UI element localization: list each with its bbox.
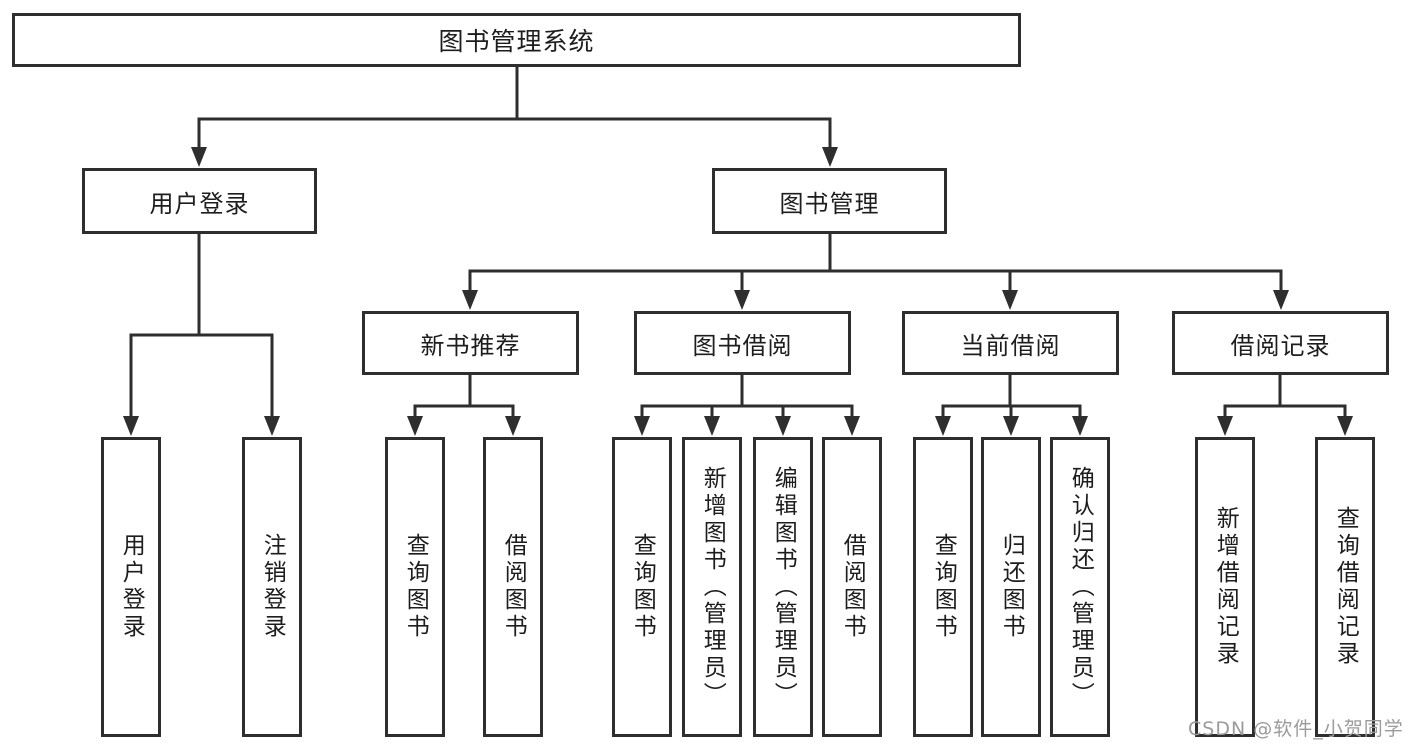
arrow-down-icon [191, 147, 207, 167]
arrow-down-icon [264, 416, 280, 436]
node-borrowing-query-books: 查询图书 [612, 437, 672, 737]
node-borrowing-add-books-admin: 新增图书（管理员） [682, 437, 742, 737]
connector-root-to-level2 [197, 65, 832, 152]
leaf-label: 借阅图书 [500, 533, 527, 641]
leaf-label: 查询图书 [629, 533, 656, 641]
node-user-login: 用户登录 [82, 168, 317, 234]
leaf-label: 借阅图书 [839, 533, 866, 641]
arrow-down-icon [1002, 290, 1018, 310]
arrow-down-icon [1003, 416, 1019, 436]
connector-current-borrowing-to-children [941, 373, 1082, 421]
node-records-add-borrow-record: 新增借阅记录 [1195, 437, 1255, 737]
leaf-label: 新增借阅记录 [1212, 506, 1239, 668]
leaf-label: 查询图书 [402, 533, 429, 641]
leaf-label: 查询借阅记录 [1332, 506, 1359, 668]
connector-book-management-to-level3 [468, 232, 1283, 295]
node-records-query-borrow-record: 查询借阅记录 [1315, 437, 1375, 737]
arrow-down-icon [844, 416, 860, 436]
node-borrowing-records: 借阅记录 [1172, 311, 1389, 375]
leaf-label: 新增图书（管理员） [699, 465, 726, 709]
connector-book-borrowing-to-children [640, 373, 854, 421]
node-login-user-login: 用户登录 [101, 437, 161, 737]
leaf-label: 归还图书 [998, 533, 1025, 641]
node-book-management: 图书管理 [712, 168, 947, 234]
arrow-down-icon [123, 416, 139, 436]
node-book-borrowing: 图书借阅 [634, 311, 851, 375]
arrow-down-icon [462, 290, 478, 310]
arrow-down-icon [634, 416, 650, 436]
node-borrowing-edit-books-admin: 编辑图书（管理员） [753, 437, 813, 737]
node-new-book-recommendation: 新书推荐 [362, 311, 579, 375]
arrow-down-icon [1337, 416, 1353, 436]
arrow-down-icon [1217, 416, 1233, 436]
leaf-label: 注销登录 [259, 533, 286, 641]
leaf-label: 查询图书 [930, 533, 957, 641]
arrow-down-icon [1072, 416, 1088, 436]
arrow-down-icon [734, 290, 750, 310]
leaf-label: 编辑图书（管理员） [770, 465, 797, 709]
arrow-down-icon [935, 416, 951, 436]
leaf-label: 确认归还（管理员） [1067, 465, 1094, 709]
node-current-confirm-return-admin: 确认归还（管理员） [1050, 437, 1110, 737]
node-current-borrowing: 当前借阅 [902, 311, 1119, 375]
arrow-down-icon [407, 416, 423, 436]
node-current-return-books: 归还图书 [981, 437, 1041, 737]
node-login-logout: 注销登录 [242, 437, 302, 737]
node-recommend-borrow-books: 借阅图书 [483, 437, 543, 737]
leaf-label: 用户登录 [118, 533, 145, 641]
csdn-watermark: CSDN @软件_小贺同学 [1188, 718, 1404, 740]
arrow-down-icon [704, 416, 720, 436]
connector-borrowing-records-to-children [1223, 373, 1347, 421]
node-recommend-query-books: 查询图书 [385, 437, 445, 737]
connector-new-book-recommendation-to-children [413, 373, 515, 421]
arrow-down-icon [1273, 290, 1289, 310]
node-library-management-system: 图书管理系统 [12, 13, 1021, 67]
arrow-down-icon [822, 147, 838, 167]
connector-user-login-to-children [129, 232, 274, 421]
arrowheads [123, 147, 1353, 436]
arrow-down-icon [775, 416, 791, 436]
node-current-query-books: 查询图书 [913, 437, 973, 737]
node-borrowing-borrow-books: 借阅图书 [822, 437, 882, 737]
arrow-down-icon [505, 416, 521, 436]
